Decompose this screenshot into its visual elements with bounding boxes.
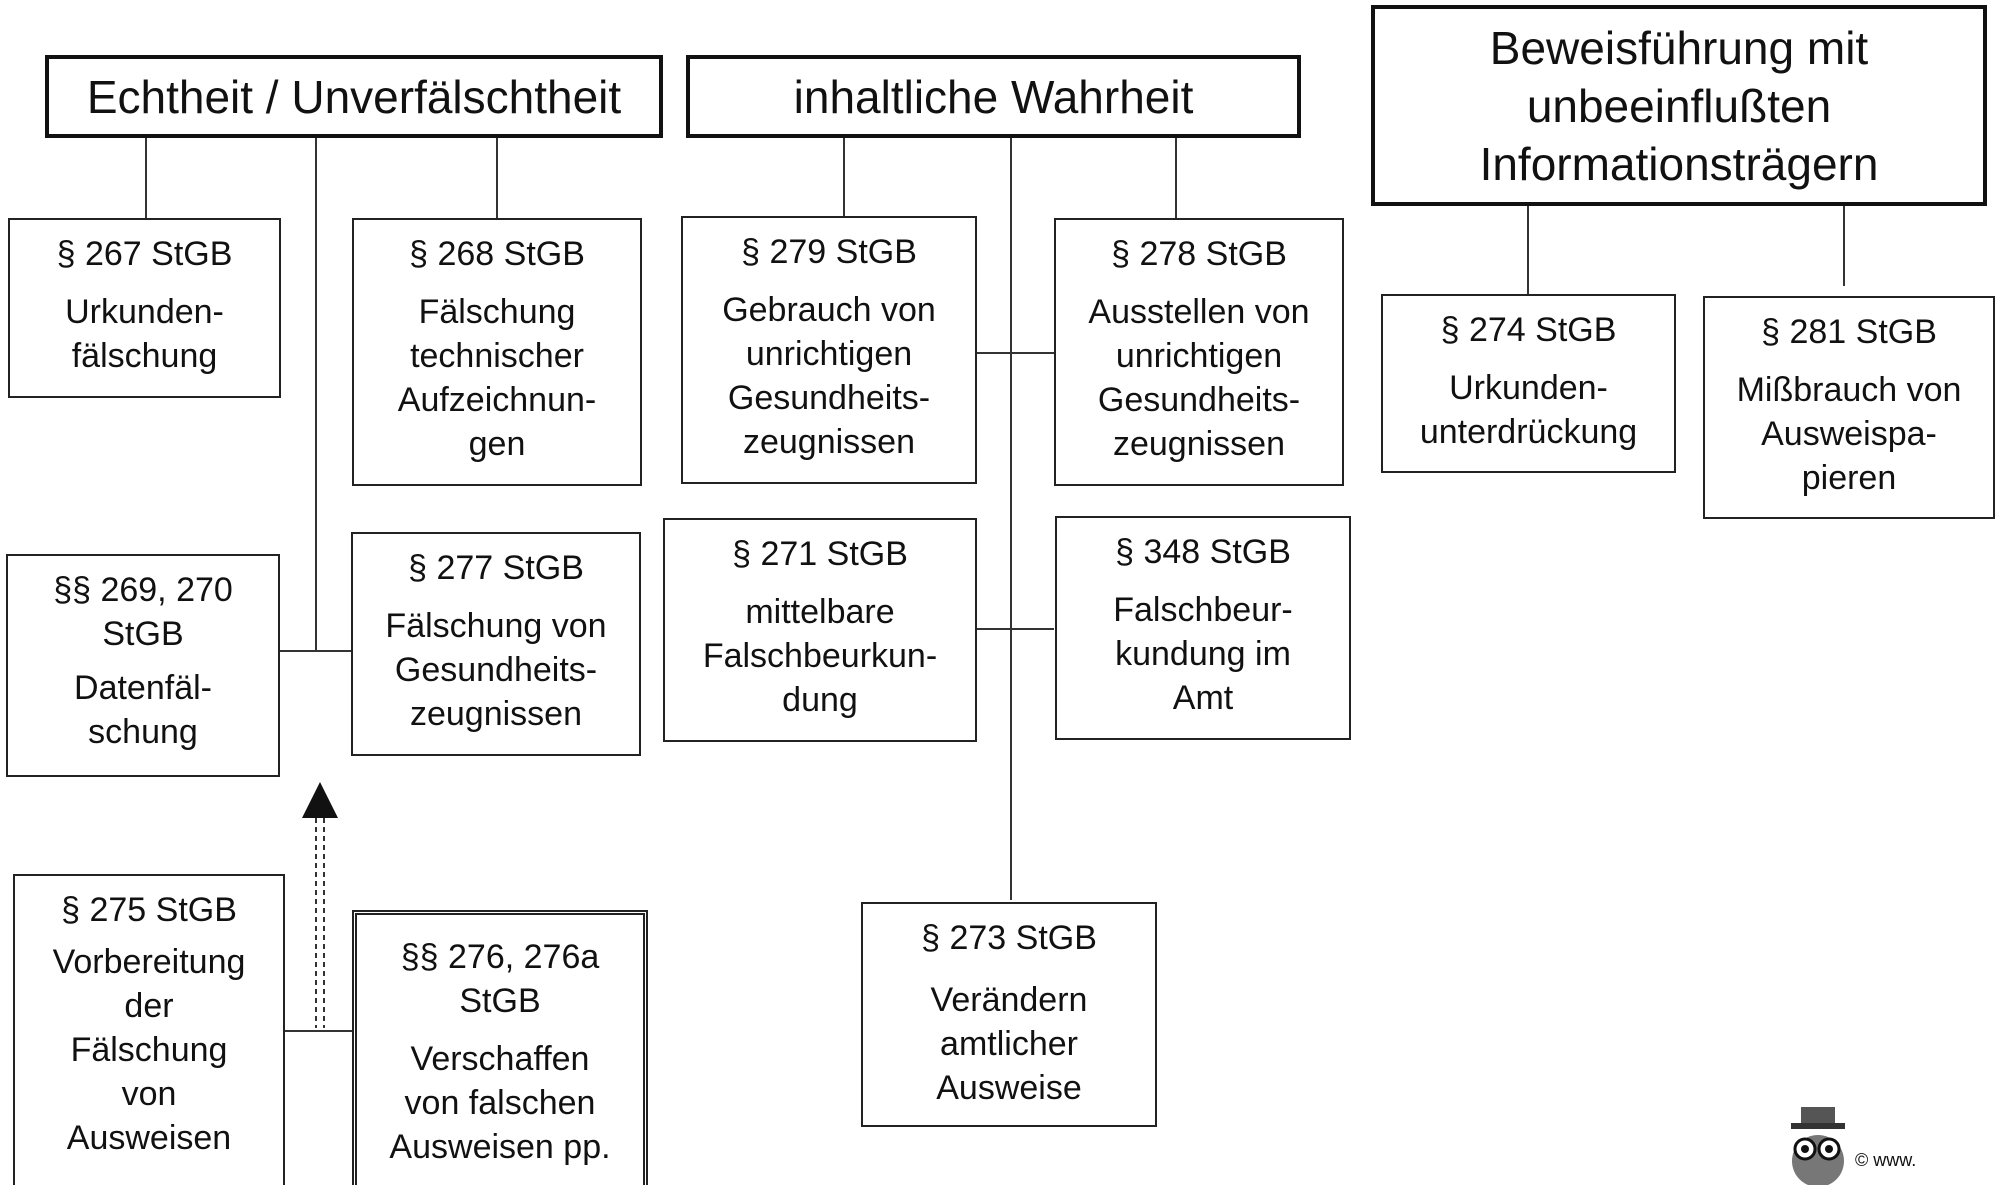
box-271-stgb: § 271 StGB mittelbare Falschbeurkun- dun… (663, 518, 977, 742)
box-code: § 273 StGB (921, 919, 1097, 957)
box-desc-line: dung (782, 681, 858, 719)
box-code-line: StGB (102, 615, 184, 653)
connector (1527, 206, 1529, 294)
box-279-stgb: § 279 StGB Gebrauch von unrichtigen Gesu… (681, 216, 977, 484)
box-desc-line: pieren (1801, 459, 1897, 497)
connector (1175, 138, 1177, 218)
box-277-stgb: § 277 StGB Fälschung von Gesundheits- ze… (351, 532, 641, 756)
connector (1010, 138, 1012, 900)
box-desc-line: gen (468, 425, 526, 463)
box-desc-line: Urkunden- (65, 293, 224, 331)
header-beweis-line: Informationsträgern (1479, 137, 1879, 190)
box-desc-line: Urkunden- (1449, 369, 1608, 407)
box-276-276a-stgb: §§ 276, 276a StGB Verschaffen von falsch… (352, 910, 648, 1185)
header-wahrheit: inhaltliche Wahrheit (686, 55, 1301, 138)
box-desc-line: Ausweise (936, 1069, 1082, 1107)
box-desc-line: mittelbare (745, 593, 895, 631)
box-desc-line: Ausweispa- (1761, 415, 1937, 453)
box-desc-line: Falschbeurkun- (702, 637, 938, 675)
box-desc-line: unrichtigen (745, 335, 913, 373)
box-desc-line: Ausstellen von (1088, 293, 1310, 331)
header-beweis-line: Beweisführung mit (1489, 21, 1869, 74)
header-beweis: Beweisführung mit unbeeinflußten Informa… (1371, 5, 1987, 206)
connector (496, 138, 498, 218)
copyright-text: © www. (1855, 1150, 1917, 1170)
connector (977, 352, 1054, 354)
box-code: § 278 StGB (1111, 235, 1287, 273)
box-desc-line: Verändern (930, 981, 1088, 1019)
box-code: § 271 StGB (732, 535, 908, 573)
box-desc-line: Fälschung von (385, 607, 607, 645)
header-beweis-line: unbeeinflußten (1526, 79, 1832, 132)
box-code: § 268 StGB (409, 235, 585, 273)
connector (977, 628, 1054, 630)
box-desc-line: Verschaffen (410, 1040, 590, 1078)
box-code: § 274 StGB (1440, 311, 1617, 349)
box-274-stgb: § 274 StGB Urkunden- unterdrückung (1381, 294, 1676, 473)
box-desc-line: Aufzeichnun- (397, 381, 597, 419)
box-desc-line: Ausweisen (66, 1119, 232, 1157)
box-281-stgb: § 281 StGB Mißbrauch von Ausweispa- pier… (1703, 296, 1995, 519)
header-wahrheit-label: inhaltliche Wahrheit (793, 70, 1194, 123)
header-echtheit: Echtheit / Unverfälschtheit (45, 55, 663, 138)
box-desc-line: unrichtigen (1115, 337, 1283, 375)
mascot-logo-icon (1791, 1107, 1845, 1185)
box-desc-line: Amt (1172, 679, 1234, 717)
box-desc-line: schung (88, 713, 198, 751)
box-code: § 348 StGB (1115, 533, 1291, 571)
box-desc-line: Vorbereitung (52, 943, 246, 981)
box-275-stgb: § 275 StGB Vorbereitung der Fälschung vo… (13, 874, 285, 1185)
box-code: §§ 276, 276a StGB (357, 935, 643, 1023)
box-desc-line: Gesundheits- (727, 379, 931, 417)
box-desc-line: von (121, 1075, 177, 1113)
box-desc-line: Gesundheits- (394, 651, 598, 689)
box-desc-line: unterdrückung (1419, 413, 1638, 451)
box-desc-line: Gesundheits- (1097, 381, 1301, 419)
box-278-stgb: § 278 StGB Ausstellen von unrichtigen Ge… (1054, 218, 1344, 486)
box-273-stgb: § 273 StGB Verändern amtlicher Ausweise (861, 902, 1157, 1127)
box-desc-line: zeugnissen (742, 423, 915, 461)
box-348-stgb: § 348 StGB Falschbeur- kundung im Amt (1055, 516, 1351, 740)
box-code-line: §§ 269, 270 (53, 571, 233, 609)
dashed-arrow-icon (302, 782, 338, 1028)
box-desc-line: fälschung (71, 337, 218, 375)
box-268-stgb: § 268 StGB Fälschung technischer Aufzeic… (352, 218, 642, 486)
box-desc-line: Fälschung (70, 1031, 228, 1069)
box-269-270-stgb: §§ 269, 270 StGB Datenfäl- schung (6, 554, 280, 777)
connector (315, 138, 317, 651)
box-code: §§ 269, 270 StGB (8, 568, 278, 656)
connector (279, 650, 352, 652)
box-code: § 275 StGB (61, 891, 237, 929)
box-code: § 277 StGB (408, 549, 584, 587)
connector (843, 138, 845, 218)
box-code-line: §§ 276, 276a (400, 938, 600, 976)
connector (1843, 206, 1845, 286)
box-code: § 281 StGB (1761, 313, 1937, 351)
box-desc-line: von falschen (404, 1084, 596, 1122)
header-echtheit-label: Echtheit / Unverfälschtheit (86, 70, 622, 123)
box-code: § 267 StGB (56, 235, 233, 273)
box-code-line: StGB (459, 982, 541, 1020)
box-desc-line: Ausweisen pp. (389, 1128, 611, 1166)
box-267-stgb: § 267 StGB Urkunden- fälschung (8, 218, 281, 398)
box-code: § 279 StGB (741, 233, 917, 271)
connector (285, 1030, 355, 1032)
box-desc-line: Gebrauch von (722, 291, 936, 329)
box-desc-line: der (124, 987, 174, 1025)
box-desc-line: zeugnissen (1112, 425, 1285, 463)
box-desc-line: kundung im (1115, 635, 1291, 673)
connector (145, 138, 147, 218)
box-desc-line: Mißbrauch von (1736, 371, 1962, 409)
box-desc-line: technischer (410, 337, 584, 375)
box-desc-line: zeugnissen (409, 695, 582, 733)
box-desc-line: amtlicher (940, 1025, 1078, 1063)
box-desc-line: Datenfäl- (74, 669, 212, 707)
box-desc-line: Fälschung (418, 293, 576, 331)
box-desc-line: Falschbeur- (1113, 591, 1293, 629)
